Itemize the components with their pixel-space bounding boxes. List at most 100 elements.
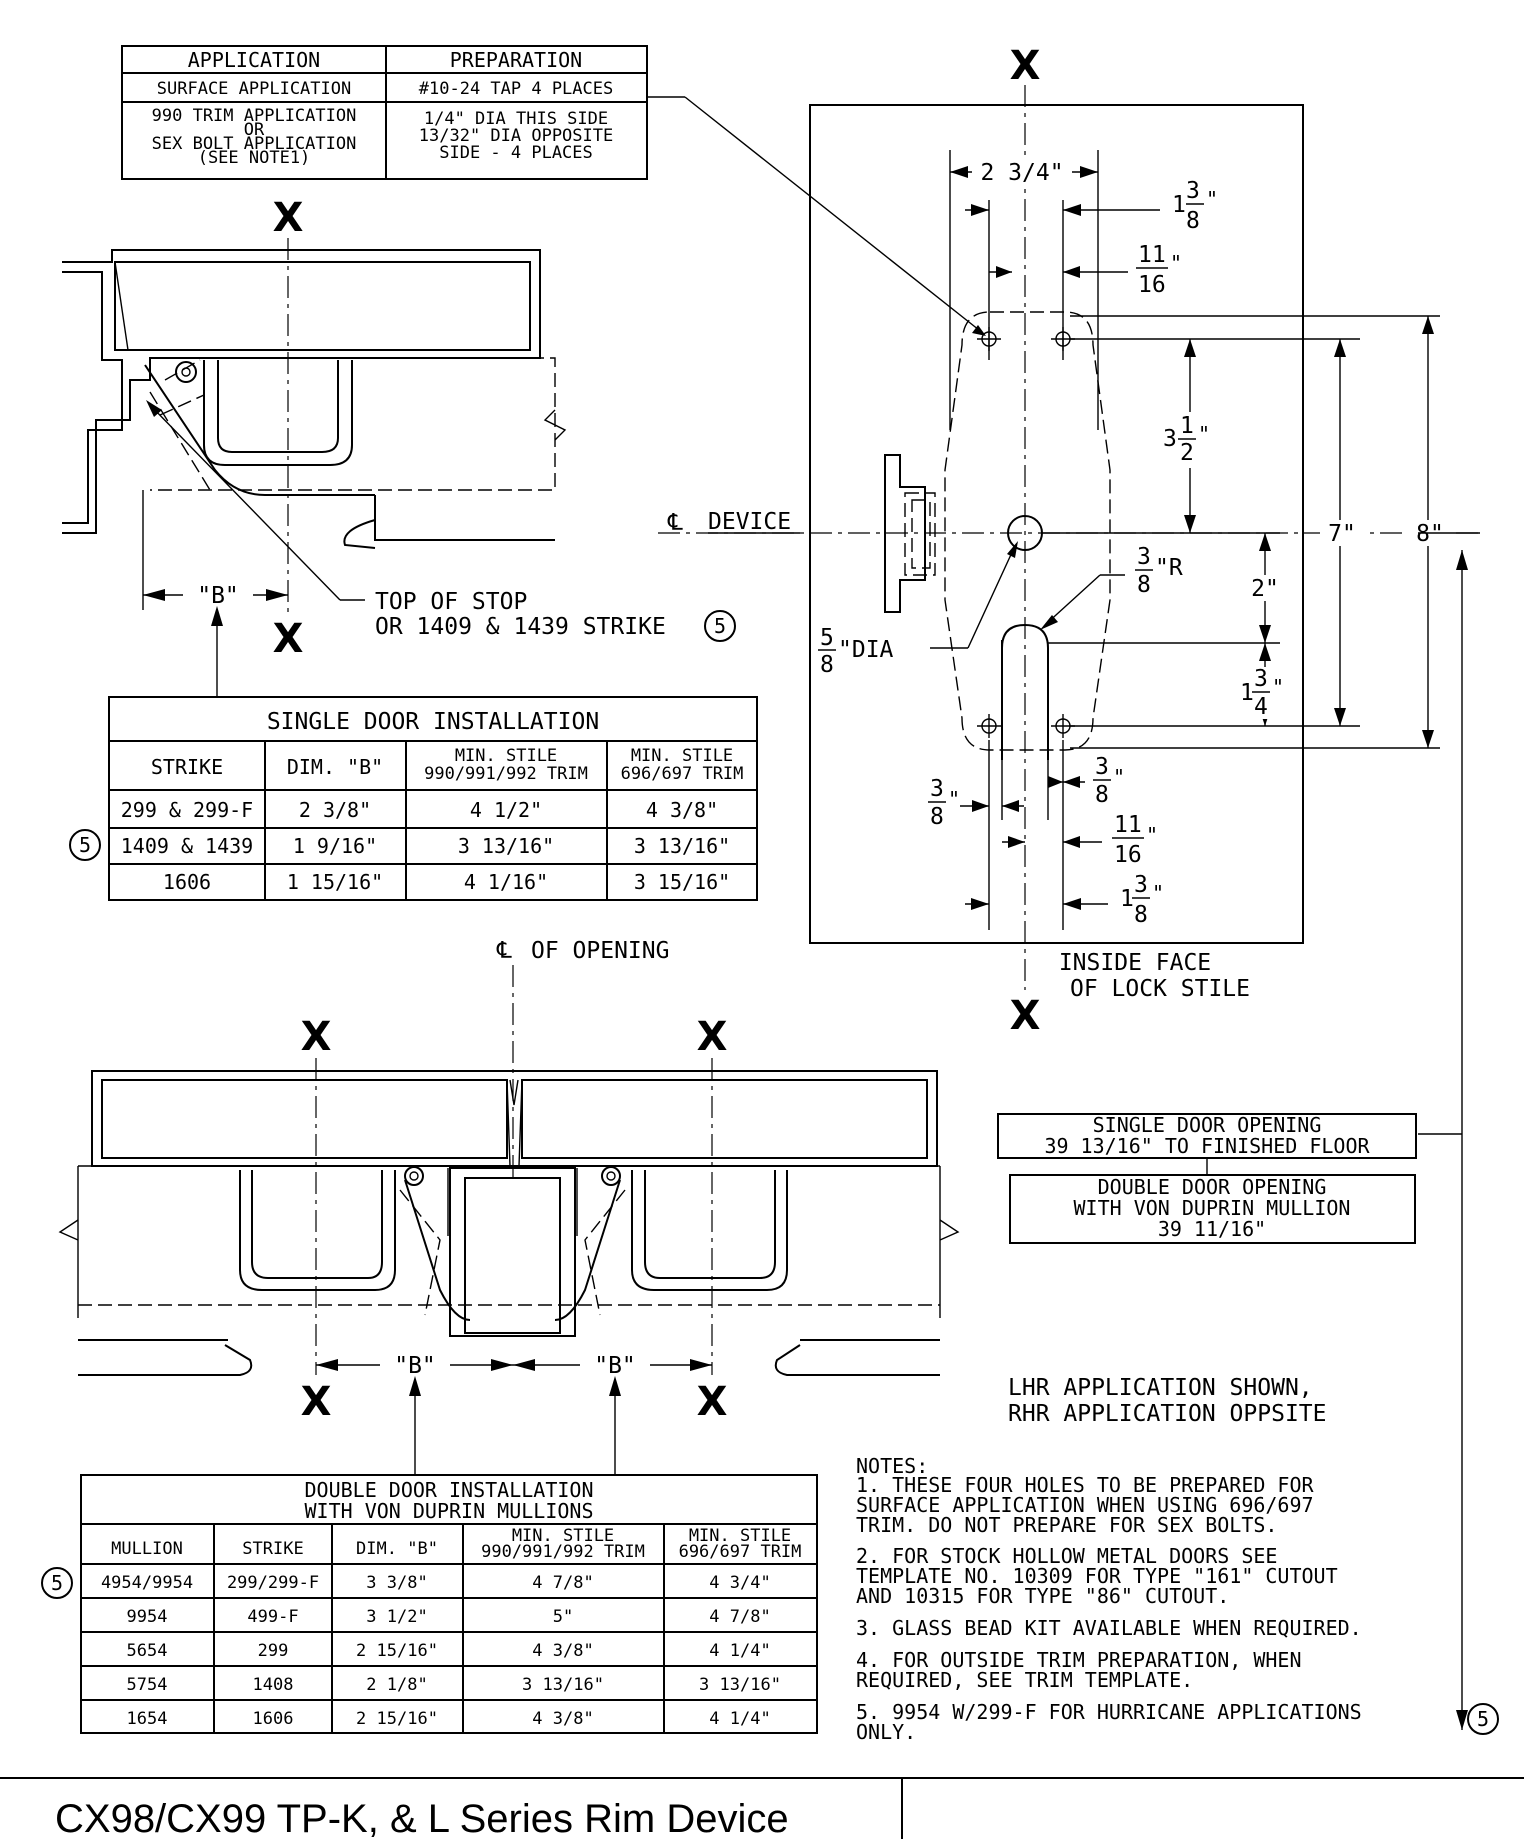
dim-text: 5 [820,625,834,651]
table-cell: 3 3/8" [366,1573,427,1593]
axis-mark: X [1010,993,1041,1039]
strike-label: OR 1409 & 1439 STRIKE [375,614,666,640]
note-5-marker: 5 [79,833,91,857]
table-cell: 9954 [127,1607,168,1627]
single-door-section-view: X X "B" TOP OF STOP OR 1409 & 1439 STRI [62,195,736,697]
single-door-table: SINGLE DOOR INSTALLATION STRIKE DIM. "B"… [69,696,758,901]
table-cell: 4 1/4" [709,1709,770,1729]
double-table-rows: 4954/9954 299/299-F 3 3/8" 4 7/8" 4 3/4" 9954… [101,1573,781,1729]
dim-text: 1 [1120,886,1134,912]
dim-text: 3 [930,776,944,802]
table-cell: 2 1/8" [366,1675,427,1695]
dim-text: " [1146,823,1158,847]
note-line: 2. FOR STOCK HOLLOW METAL DOORS SEE [856,1544,1277,1568]
dim-text: " [1152,881,1164,905]
double-door-table: DOUBLE DOOR INSTALLATION WITH VON DUPRIN… [41,1474,818,1734]
device-label: DEVICE [708,509,791,535]
table-cell: 3 13/16" [458,834,554,858]
note-line: ONLY. [856,1720,916,1744]
single-table-title: SINGLE DOOR INSTALLATION [267,709,599,735]
centerline-symbol: ℄ [496,938,512,964]
table-cell: 2 15/16" [356,1641,438,1661]
table-cell: 4 1/16" [464,870,548,894]
table-cell: 4 3/4" [709,1573,770,1593]
radius-label: "R [1155,555,1183,581]
prep-header-preparation: PREPARATION [450,48,582,72]
prep-cell: #10-24 TAP 4 PLACES [419,79,613,99]
table-cell: 1654 [127,1709,168,1729]
dim-text: 4 [1254,694,1268,720]
dim-b-label: "B" [394,1353,436,1379]
table-cell: 1606 [163,870,211,894]
table-cell: 3 15/16" [634,870,730,894]
note-line: AND 10315 FOR TYPE "86" CUTOUT. [856,1584,1229,1608]
lock-stile-label: OF LOCK STILE [1070,976,1250,1002]
table-cell: 5" [553,1607,573,1627]
axis-mark: X [301,1014,332,1060]
dim-text: 3 [1095,754,1109,780]
dim-2: 2" [1251,576,1279,602]
notes-block: NOTES: 1. THESE FOUR HOLES TO BE PREPARE… [856,1454,1362,1744]
double-table-header: DIM. "B" [356,1539,438,1559]
dim-b-label: "B" [197,583,239,609]
dim-2-3-4: 2 3/4" [980,160,1063,186]
dim-text: 3 [1137,544,1151,570]
table-cell: 4954/9954 [101,1573,193,1593]
double-door-section-view: ℄ OF OPENING X X X X [58,938,960,1475]
table-cell: 4 7/8" [532,1573,593,1593]
table-cell: 4 3/8" [532,1641,593,1661]
axis-mark: X [273,195,304,241]
double-table-header: STRIKE [242,1539,303,1559]
centerline-symbol: ℄ [667,510,683,536]
document-title: CX98/CX99 TP-K, & L Series Rim Device [55,1797,789,1839]
table-cell: 1408 [253,1675,294,1695]
table-cell: 1409 & 1439 [121,834,253,858]
axis-mark: X [301,1379,332,1425]
double-table-title: DOUBLE DOOR INSTALLATION [305,1478,594,1502]
note-line: SURFACE APPLICATION WHEN USING 696/697 [856,1493,1314,1517]
dim-7: 7" [1328,521,1356,547]
table-cell: 1606 [253,1709,294,1729]
dim-text: " [1113,765,1125,789]
table-cell: 2 15/16" [356,1709,438,1729]
table-cell: 1 15/16" [287,870,383,894]
dim-text: " [1272,675,1284,699]
table-cell: 4 3/8" [532,1709,593,1729]
table-cell: 3 13/16" [699,1675,781,1695]
table-cell: 5654 [127,1641,168,1661]
dim-8: 8" [1416,521,1444,547]
note-line: TRIM. DO NOT PREPARE FOR SEX BOLTS. [856,1513,1277,1537]
opening-callout: SINGLE DOOR OPENING 39 13/16" TO FINISHE… [997,1113,1417,1244]
single-table-header: STRIKE [151,755,223,779]
note-line: 5. 9954 W/299-F FOR HURRICANE APPLICATIO… [856,1700,1362,1724]
table-cell: 5754 [127,1675,168,1695]
double-table-subtitle: WITH VON DUPRIN MULLIONS [305,1499,594,1523]
table-cell: 4 3/8" [646,798,718,822]
dim-text: " [948,787,960,811]
dim-text: 1 [1172,192,1186,218]
table-cell: 299/299-F [227,1573,319,1593]
lhr-label: LHR APPLICATION SHOWN, [1008,1375,1313,1401]
dim-text: 3 [1163,426,1177,452]
dim-text: 8 [820,652,834,678]
dim-text: 8 [930,804,944,830]
lock-stile-template: X X 2 3/4" [658,43,1480,1039]
double-opening-mullion: WITH VON DUPRIN MULLION [1074,1196,1351,1220]
axis-mark: X [697,1379,728,1425]
single-table-header: DIM. "B" [287,755,383,779]
note-line: TEMPLATE NO. 10309 FOR TYPE "161" CUTOUT [856,1564,1338,1588]
rhr-label: RHR APPLICATION OPPSITE [1008,1401,1327,1427]
table-cell: 3 13/16" [522,1675,604,1695]
table-cell: 299 [258,1641,289,1661]
notes-heading: NOTES: [856,1454,928,1478]
dim-text: 3 [1134,872,1148,898]
axis-mark: X [1010,43,1041,89]
table-cell: 3 13/16" [634,834,730,858]
double-opening-text: DOUBLE DOOR OPENING [1098,1175,1327,1199]
axis-mark: X [273,616,304,662]
single-opening-height: 39 13/16" TO FINISHED FLOOR [1044,1134,1370,1158]
